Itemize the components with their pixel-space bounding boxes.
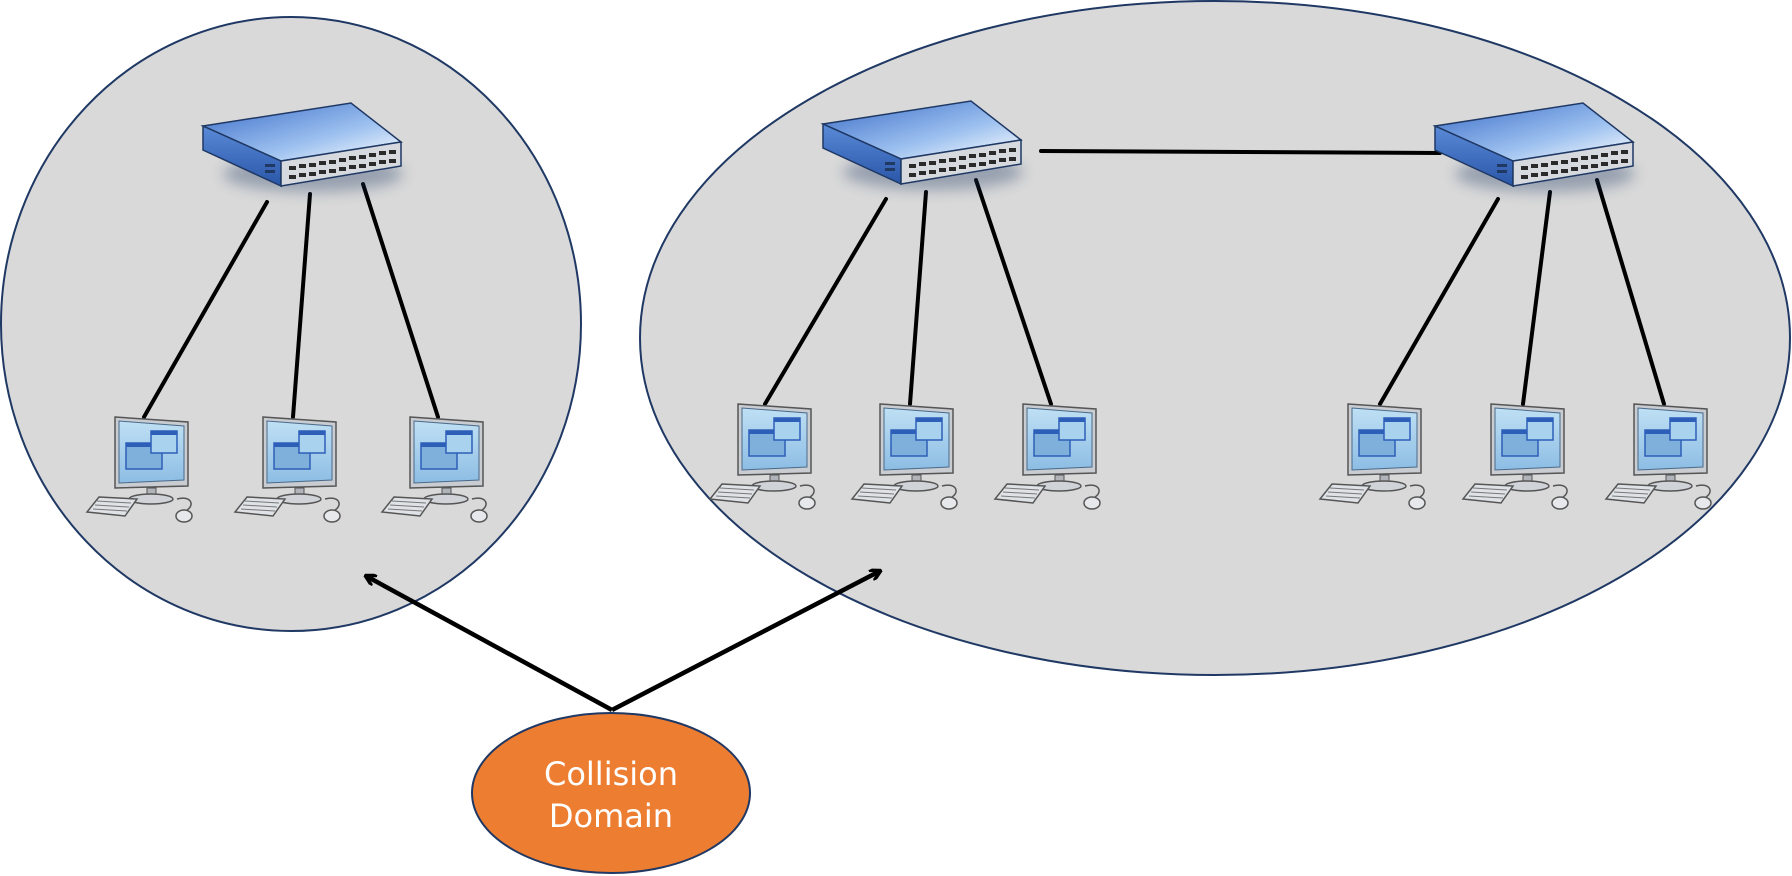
link-left-pc-3 — [361, 182, 440, 419]
link-mid-pc-2 — [908, 190, 928, 406]
arrow-to-left-domain — [366, 576, 614, 712]
network-links — [142, 149, 1666, 419]
label-line-1: Collision — [544, 755, 678, 793]
collision-domain-left — [0, 16, 582, 632]
label-line-2: Domain — [549, 797, 673, 835]
link-mid-pc-1 — [763, 197, 888, 406]
link-mid-pc-3 — [974, 178, 1053, 406]
label-bubble — [471, 712, 751, 874]
collision-domain-label: Collision Domain — [471, 712, 751, 874]
link-switch-to-switch — [1039, 149, 1442, 155]
link-left-pc-2 — [291, 192, 312, 419]
arrow-to-right-domain — [610, 571, 880, 712]
link-right-pc-1 — [1378, 197, 1500, 406]
link-left-pc-1 — [142, 200, 269, 419]
link-right-pc-3 — [1595, 178, 1666, 406]
collision-domain-right — [639, 0, 1791, 676]
link-right-pc-2 — [1521, 190, 1552, 406]
